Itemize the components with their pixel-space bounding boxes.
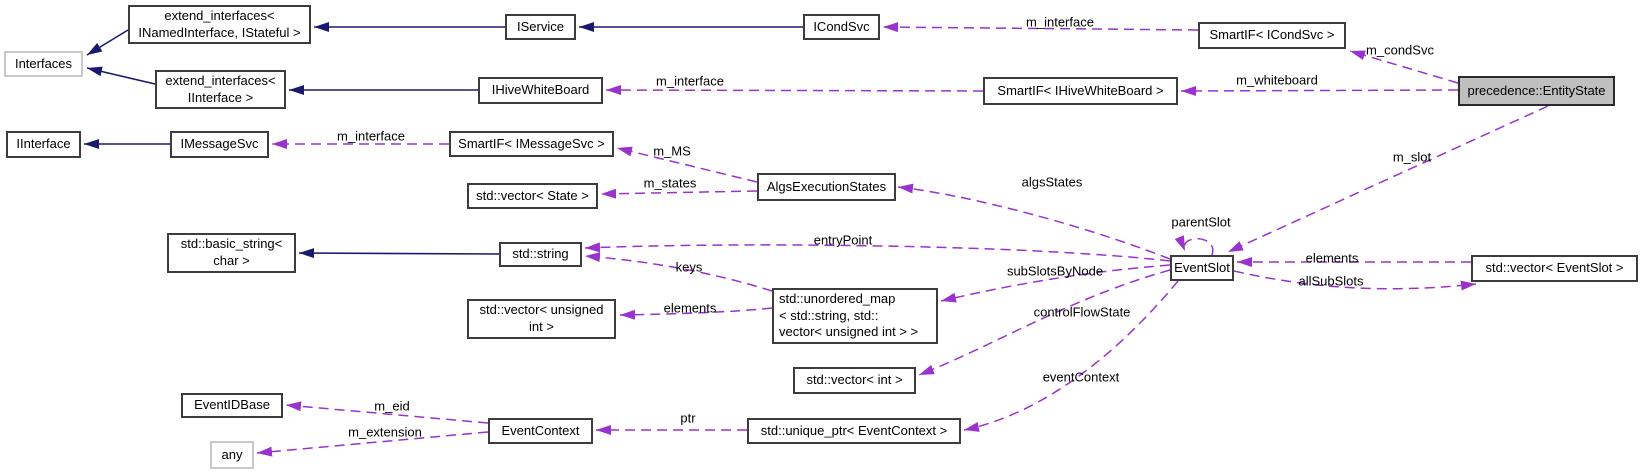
node-smartif-icondsvc[interactable]: SmartIF< ICondSvc > [1198, 22, 1346, 49]
edge-label-m-slot: m_slot [1392, 149, 1432, 165]
node-unordered-map[interactable]: std::unordered_map < std::string, std:: … [772, 288, 938, 344]
edge-allsubslots [1233, 270, 1477, 291]
edge-m-eid [285, 401, 489, 424]
edge-eventcontext [963, 280, 1179, 432]
edge-label-ptr: ptr [680, 410, 696, 426]
edge-label-m-condsvc: m_condSvc [1366, 42, 1434, 58]
edge-m-condsvc [1349, 50, 1459, 84]
node-std-string[interactable]: std::string [499, 242, 582, 267]
node-interfaces: Interfaces [4, 51, 83, 77]
node-iinterface[interactable]: IInterface [6, 131, 81, 158]
node-vector-eventslot[interactable]: std::vector< EventSlot > [1471, 255, 1638, 282]
edge-label-eventcontext: eventContext [1042, 369, 1120, 385]
edge-label-m-ms: m_MS [653, 143, 691, 159]
edge-elements-map [619, 307, 773, 320]
edge-extend2-to-interfaces [86, 66, 156, 85]
edge-label-controlflowstate: controlFlowState [1033, 304, 1131, 320]
edge-label-m-interface-icondsvc: m_interface [1026, 14, 1094, 30]
edge-algsstates [897, 183, 1171, 260]
node-iservice[interactable]: IService [505, 14, 576, 40]
edge-label-elements-vector: elements [1305, 250, 1359, 266]
edge-m-states [600, 188, 758, 199]
edge-label-parentslot: parentSlot [1171, 214, 1231, 230]
edge-m-interface-icondsvc [882, 22, 1199, 33]
edge-subslotsbynode [940, 264, 1171, 303]
node-icondsvc[interactable]: ICondSvc [803, 14, 880, 40]
edge-entrypoint [584, 242, 1171, 262]
edge-label-m-interface-imsgsvc: m_interface [337, 128, 405, 144]
edge-m-slot [1227, 105, 1549, 253]
edge-label-entrypoint: entryPoint [813, 232, 873, 248]
edge-label-algsstates: algsStates [1021, 174, 1083, 190]
edge-label-m-whiteboard: m_whiteboard [1236, 72, 1318, 88]
edge-keys [584, 252, 773, 292]
edge-m-ms [616, 146, 758, 183]
node-smartif-imessagesvc[interactable]: SmartIF< IMessageSvc > [449, 131, 614, 157]
edge-extend1-to-interfaces [86, 29, 129, 56]
node-smartif-ihivewhiteboard[interactable]: SmartIF< IHiveWhiteBoard > [983, 77, 1178, 105]
edge-m-interface-ihive [605, 85, 984, 96]
node-ihivewhiteboard[interactable]: IHiveWhiteBoard [478, 77, 603, 104]
node-eventidbase[interactable]: EventIDBase [181, 393, 283, 418]
node-imessagesvc[interactable]: IMessageSvc [170, 131, 269, 158]
node-vector-int[interactable]: std::vector< int > [793, 367, 916, 394]
edge-m-extension [256, 431, 489, 457]
node-eventslot[interactable]: EventSlot [1170, 255, 1234, 281]
node-vector-unsigned-int[interactable]: std::vector< unsigned int > [467, 299, 616, 339]
edge-string-to-basicstring [298, 248, 500, 259]
node-extend-interfaces-iinterface[interactable]: extend_interfaces< IInterface > [155, 70, 286, 109]
edge-label-m-eid: m_eid [374, 398, 410, 414]
node-unique-ptr-eventcontext[interactable]: std::unique_ptr< EventContext > [747, 418, 961, 444]
edge-label-m-states: m_states [643, 175, 697, 191]
node-vector-state[interactable]: std::vector< State > [467, 183, 598, 209]
edge-controlflowstate [918, 269, 1171, 376]
node-basic-string[interactable]: std::basic_string< char > [167, 233, 296, 273]
edge-label-elements-map: elements [663, 300, 717, 316]
node-precedence-entitystate: precedence::EntityState [1458, 76, 1615, 106]
edge-parentslot-loop [1174, 235, 1214, 256]
edge-label-m-extension: m_extension [348, 424, 422, 440]
node-algsexecutionstates[interactable]: AlgsExecutionStates [757, 173, 896, 201]
edge-label-subslotsbynode: subSlotsByNode [1006, 263, 1104, 279]
edge-label-allsubslots: allSubSlots [1298, 273, 1364, 289]
edge-label-keys: keys [675, 259, 703, 275]
node-extend-interfaces-named[interactable]: extend_interfaces< INamedInterface, ISta… [128, 5, 311, 44]
node-any: any [210, 441, 254, 469]
edge-label-m-interface-ihive: m_interface [656, 73, 724, 89]
edge-m-whiteboard [1180, 85, 1459, 96]
node-eventcontext[interactable]: EventContext [488, 418, 593, 444]
